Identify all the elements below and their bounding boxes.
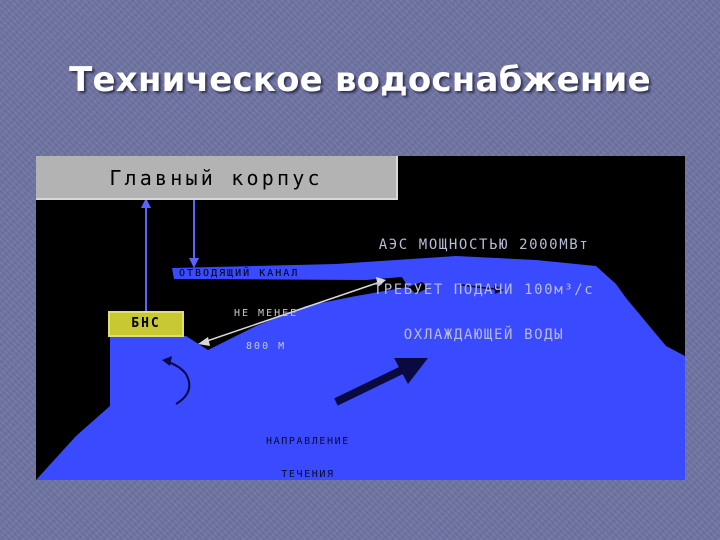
distance-arrowhead-right: [376, 277, 386, 287]
flow-direction-label: НАПРАВЛЕНИЕ ТЕЧЕНИЯ: [266, 414, 350, 480]
intake-arrowhead: [162, 356, 172, 366]
flow-direction-label-line: ТЕЧЕНИЯ: [281, 469, 335, 480]
flow-direction-line: [334, 366, 404, 406]
capacity-note-line: АЭС МОЩНОСТЬЮ 2000МВт: [378, 237, 590, 253]
capacity-note-line: ТРЕБУЕТ ПОДАЧИ 100м³/с: [373, 282, 595, 298]
discharge-arrowhead: [189, 258, 199, 268]
discharge-channel-label: ОТВОДЯЩИЙ КАНАЛ: [179, 268, 300, 279]
distance-label: НЕ МЕНЕЕ 800 М: [234, 286, 298, 374]
main-building-box: Главный корпус: [36, 156, 398, 200]
diagram-graphics: [36, 198, 685, 480]
distance-label-line: НЕ МЕНЕЕ: [234, 308, 299, 319]
slide-title: Техническое водоснабжение: [69, 60, 651, 100]
island: [408, 282, 428, 294]
water-supply-diagram: Главный корпус БНС АЭС МОЩНОСТЬЮ 2000МВт…: [36, 156, 685, 480]
capacity-note-line: ОХЛАЖДАЮЩЕЙ ВОДЫ: [403, 327, 565, 343]
distance-arrowhead-left: [198, 337, 210, 346]
distance-label-line: 800 М: [246, 341, 287, 352]
flow-direction-label-line: НАПРАВЛЕНИЕ: [266, 436, 350, 447]
distance-line: [203, 281, 381, 343]
pump-station-box: БНС: [108, 311, 184, 337]
capacity-note: АЭС МОЩНОСТЬЮ 2000МВт ТРЕБУЕТ ПОДАЧИ 100…: [334, 208, 634, 373]
outflow-arrowhead: [494, 285, 504, 294]
intake-curved-arrow: [167, 361, 191, 405]
flow-direction-arrowhead: [394, 358, 428, 384]
water-bottom-left: [36, 406, 110, 480]
supply-arrowhead: [141, 198, 151, 208]
